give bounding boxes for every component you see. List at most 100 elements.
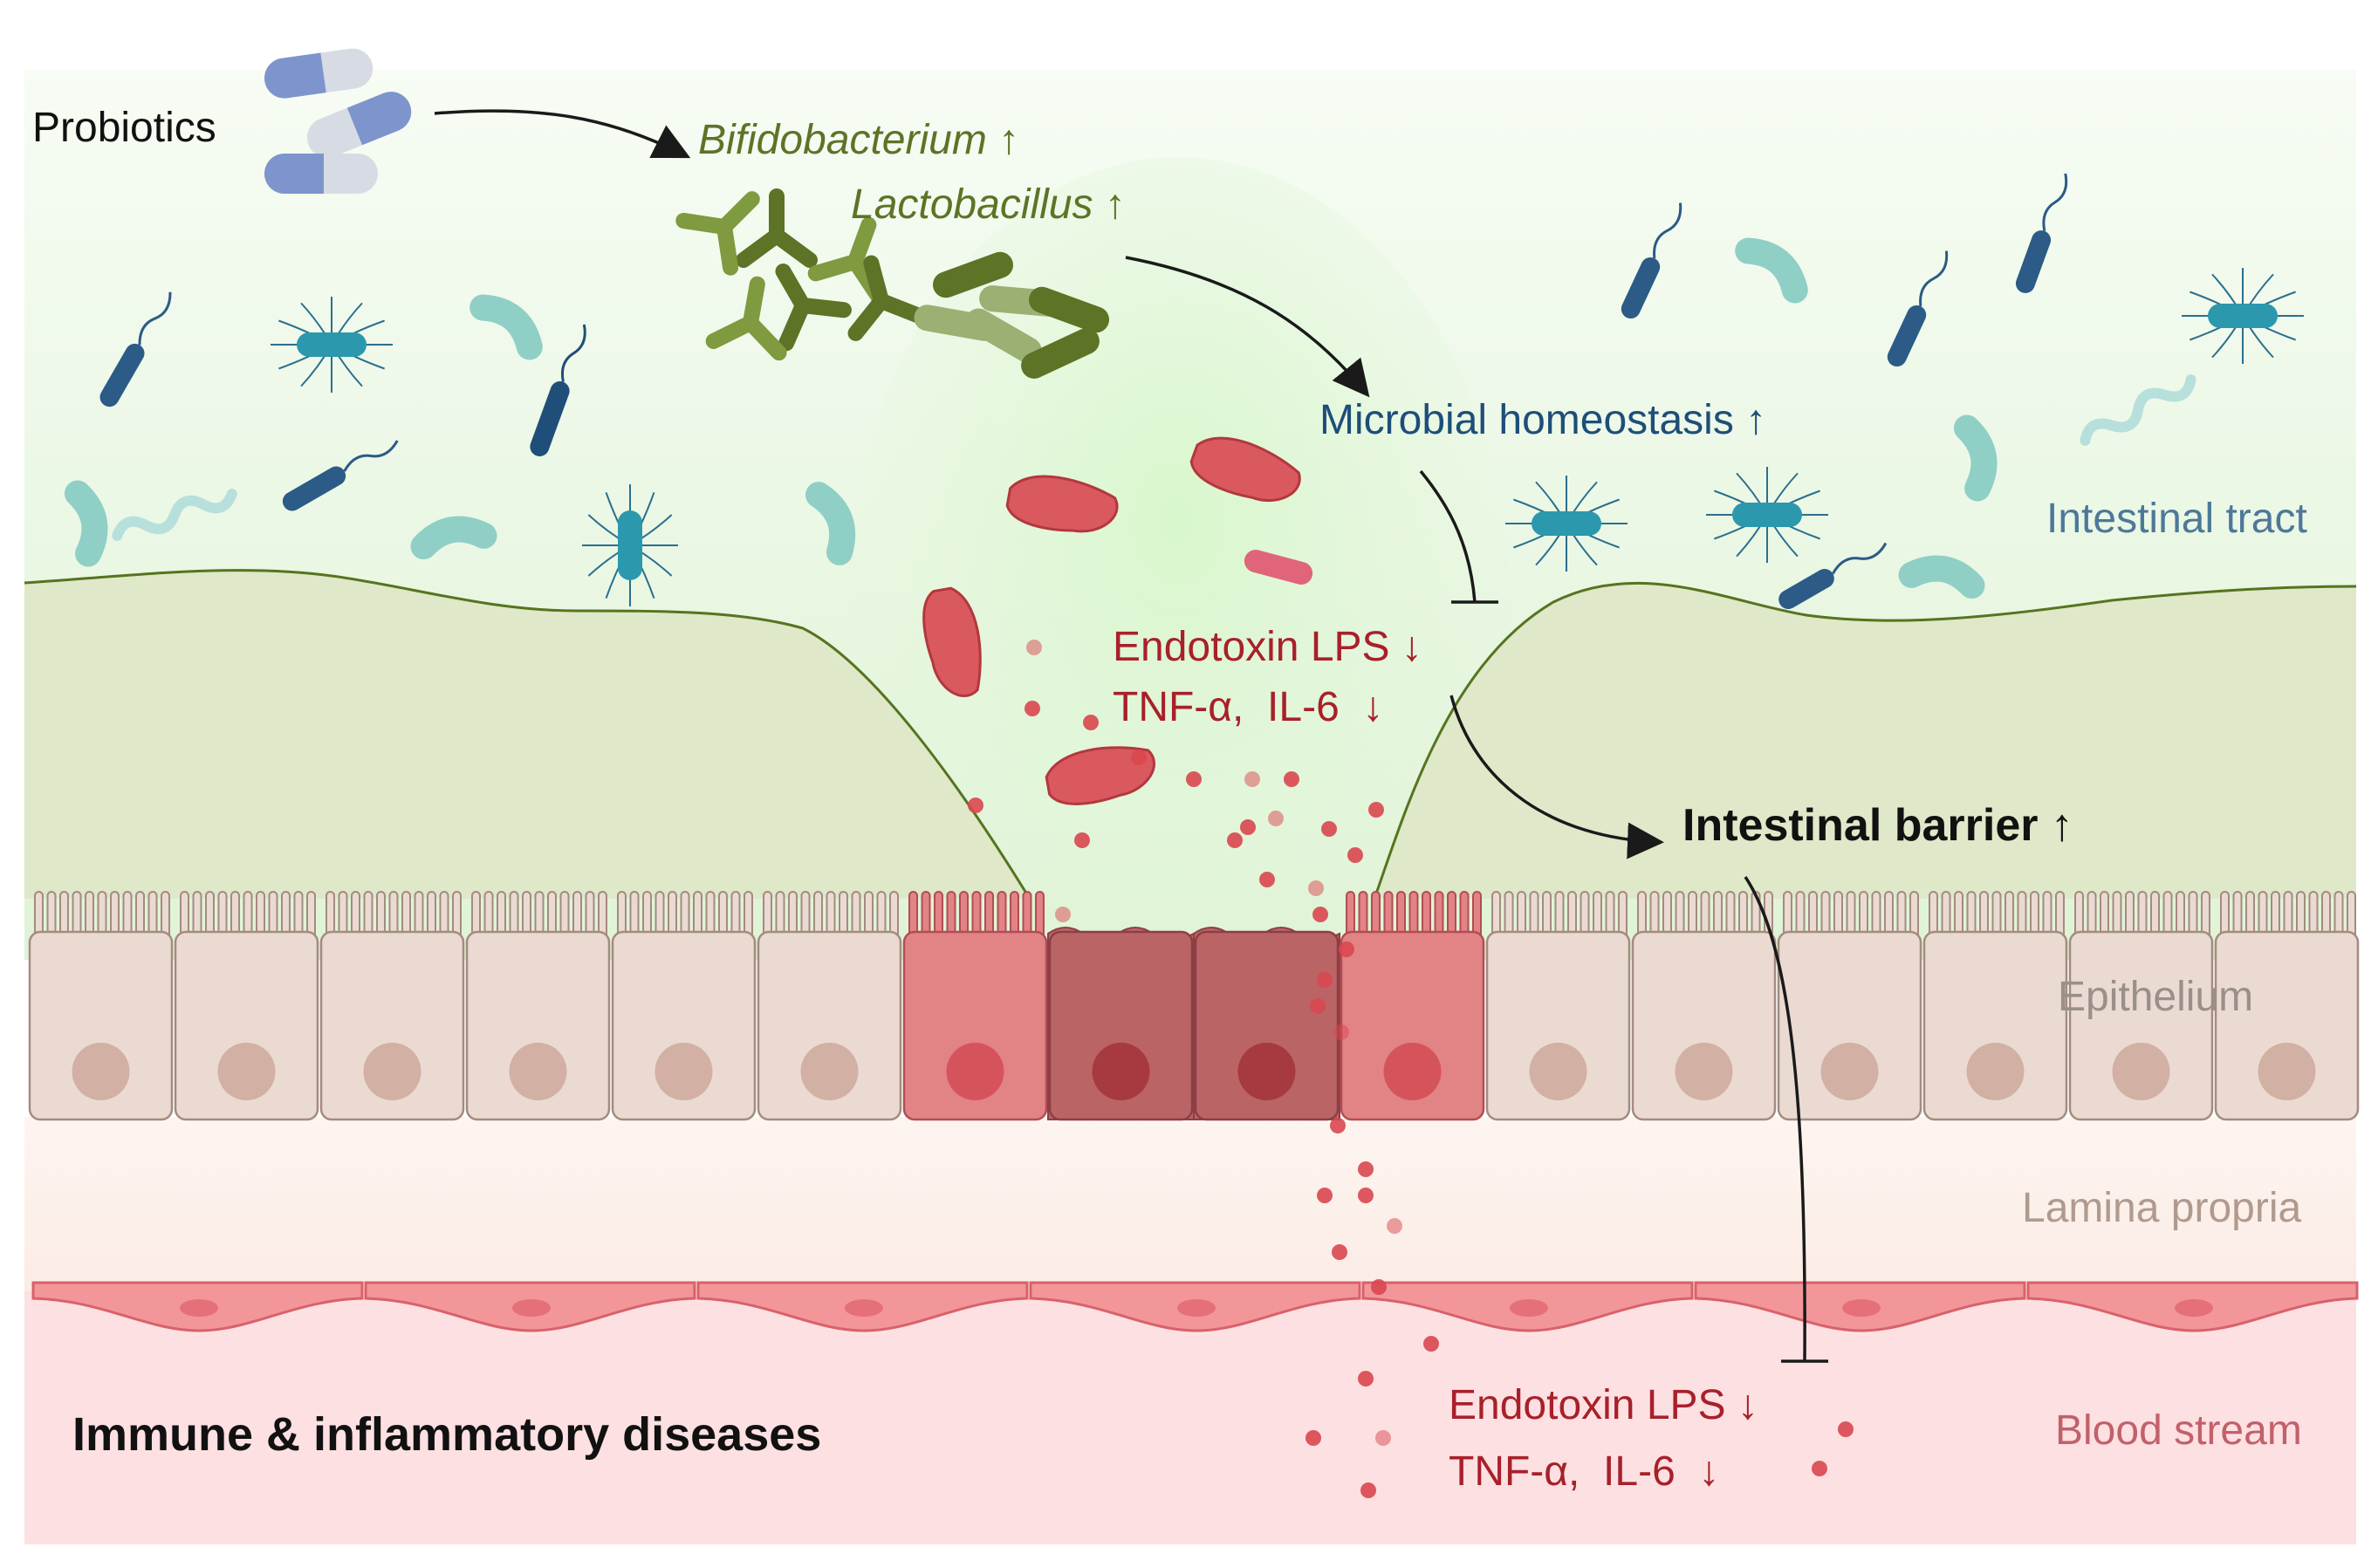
lumen-lps-label: Endotoxin LPS ↓ bbox=[1113, 624, 1422, 670]
lps-particles bbox=[968, 640, 1854, 1498]
flagellated-bacterium bbox=[1706, 467, 1828, 563]
flagellated-bacterium bbox=[1505, 476, 1628, 572]
lps-particle bbox=[1025, 701, 1040, 716]
epithelial-cell bbox=[757, 891, 902, 1121]
lps-particle bbox=[1330, 1118, 1346, 1133]
epithelial-cell bbox=[1340, 891, 1485, 1121]
lumen-cytokines-label: TNF-α, IL-6 ↓ bbox=[1113, 684, 1383, 730]
epithelial-cell bbox=[2214, 891, 2360, 1121]
lps-particle bbox=[1268, 811, 1284, 826]
cell-nucleus bbox=[363, 1043, 421, 1100]
lps-particle bbox=[1227, 832, 1243, 848]
spirochete-bacterium bbox=[112, 489, 237, 541]
epithelium-label: Epithelium bbox=[2058, 974, 2253, 1020]
lps-particle bbox=[1317, 1188, 1333, 1203]
lactic-bacteria-icon bbox=[675, 188, 1110, 379]
flagellated-bacterium bbox=[582, 484, 678, 606]
mucus-edge-left bbox=[24, 569, 1031, 900]
bifidobacterium-cell bbox=[847, 255, 928, 341]
commensal-bacteria-group bbox=[64, 173, 2304, 609]
bifidobacterium-cell bbox=[705, 276, 787, 361]
lps-particle bbox=[1074, 832, 1090, 848]
mucus-edge-right bbox=[1373, 581, 2357, 900]
spirochete-bacterium bbox=[2080, 374, 2196, 446]
commensal-bacterium bbox=[99, 291, 172, 407]
flagellated-bacterium bbox=[271, 297, 393, 393]
curved-bacterium bbox=[64, 480, 108, 567]
lamina-propria-label: Lamina propria bbox=[2022, 1185, 2301, 1231]
epithelial-cell bbox=[465, 891, 611, 1121]
lps-particle bbox=[1387, 1218, 1402, 1234]
pathogen-bacterium bbox=[1045, 746, 1155, 805]
lps-particle bbox=[1055, 907, 1071, 922]
epithelial-cell bbox=[319, 891, 465, 1121]
endothelial-cell bbox=[1029, 1281, 1361, 1332]
lps-particle bbox=[1812, 1461, 1827, 1476]
pathogen-bacterium bbox=[1005, 475, 1119, 533]
lps-particle bbox=[1358, 1188, 1374, 1203]
cell-nucleus bbox=[800, 1043, 859, 1100]
immune-diseases-label: Immune & inflammatory diseases bbox=[72, 1408, 821, 1461]
lps-particle bbox=[1308, 880, 1324, 896]
bifidobacterium-cell bbox=[775, 264, 852, 352]
lps-particle bbox=[1332, 1244, 1347, 1260]
lps-particle bbox=[1333, 1024, 1349, 1040]
bifidobacterium-cell bbox=[736, 188, 818, 268]
lps-particle bbox=[1347, 847, 1363, 863]
probiotic-capsules-icon bbox=[264, 48, 412, 194]
cell-nucleus bbox=[946, 1043, 1004, 1100]
cell-nucleus bbox=[72, 1043, 130, 1100]
inhibit-barrier-to-blood bbox=[1744, 876, 1806, 1362]
cell-nucleus bbox=[1675, 1043, 1733, 1100]
lps-particle bbox=[1317, 972, 1333, 988]
endothelial-nucleus bbox=[1842, 1299, 1881, 1317]
epithelial-cell bbox=[1193, 927, 1340, 1121]
curved-bacterium bbox=[805, 482, 856, 565]
lps-particle bbox=[1423, 1336, 1439, 1352]
pathogen-bacterium bbox=[1189, 436, 1301, 503]
curved-bacterium bbox=[1953, 414, 1998, 502]
lactobacillus-label: Lactobacillus ↑ bbox=[851, 181, 1126, 228]
lps-particle bbox=[1312, 907, 1328, 922]
epithelial-cell bbox=[1047, 927, 1195, 1121]
curved-bacterium bbox=[1735, 237, 1808, 304]
lps-particle bbox=[1838, 1421, 1854, 1437]
lps-particle bbox=[1083, 715, 1099, 730]
epithelial-cell bbox=[1777, 891, 1922, 1121]
lps-particle bbox=[1259, 872, 1275, 887]
commensal-bacterium bbox=[1621, 202, 1682, 319]
blood-lps-label: Endotoxin LPS ↓ bbox=[1449, 1382, 1758, 1428]
lps-particle bbox=[1026, 640, 1042, 655]
microbial-homeostasis-label: Microbial homeostasis ↑ bbox=[1319, 397, 1766, 443]
lps-particle bbox=[1310, 998, 1326, 1014]
intestinal-tract-label: Intestinal tract bbox=[2046, 496, 2307, 542]
pathogen-bacterium bbox=[1244, 550, 1313, 585]
lps-particle bbox=[1244, 771, 1260, 787]
curved-bacterium bbox=[410, 516, 497, 560]
epithelial-cell bbox=[28, 891, 174, 1121]
lactobacillus-cell bbox=[914, 305, 997, 341]
lps-particle bbox=[1186, 771, 1202, 787]
endothelial-cell bbox=[31, 1281, 364, 1332]
mucus-layer-right bbox=[1374, 583, 2356, 899]
arrow-probiotics-to-bacteria bbox=[434, 109, 691, 159]
endothelial-nucleus bbox=[1510, 1299, 1548, 1317]
lps-particle bbox=[968, 798, 983, 813]
lps-particle bbox=[1368, 802, 1384, 818]
cell-nucleus bbox=[1237, 1043, 1296, 1100]
endothelial-nucleus bbox=[512, 1299, 551, 1317]
lps-particle bbox=[1360, 1482, 1376, 1498]
cell-nucleus bbox=[509, 1043, 567, 1100]
lps-particle bbox=[1339, 941, 1354, 957]
endothelial-cell bbox=[2026, 1281, 2359, 1332]
endothelial-nucleus bbox=[845, 1299, 883, 1317]
cell-nucleus bbox=[1966, 1043, 2025, 1100]
epithelial-cell bbox=[1485, 891, 1631, 1121]
lps-particle bbox=[1358, 1371, 1374, 1387]
bifidobacterium-cell bbox=[675, 191, 760, 276]
endothelial-cell bbox=[364, 1281, 696, 1332]
endothelial-nucleus bbox=[2175, 1299, 2213, 1317]
curved-bacterium bbox=[1898, 555, 1985, 599]
cell-nucleus bbox=[2112, 1043, 2170, 1100]
